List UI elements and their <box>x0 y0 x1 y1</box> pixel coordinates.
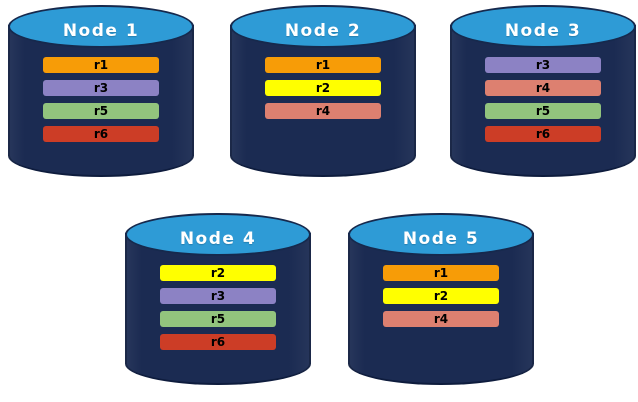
node-label: Node 1 <box>62 21 140 42</box>
replica-bar-r2[interactable]: r2 <box>265 80 381 97</box>
replica-bar-r1[interactable]: r1 <box>265 57 381 74</box>
cylinder-top-ellipse <box>450 5 636 49</box>
replica-bar-r5[interactable]: r5 <box>43 103 159 120</box>
cylinder-top-ellipse <box>8 5 194 49</box>
cylinder-body <box>125 232 311 385</box>
database-node-5[interactable]: Node 5 r1 r2 r4 <box>348 213 534 394</box>
database-node-2[interactable]: Node 2 r1 r2 r4 <box>230 5 416 186</box>
replica-bar-r5[interactable]: r5 <box>485 103 601 120</box>
cylinder-top-ellipse <box>125 213 311 257</box>
replica-bar-r6[interactable]: r6 <box>43 126 159 143</box>
node-label: Node 3 <box>504 21 582 42</box>
node-label: Node 4 <box>179 229 257 250</box>
cylinder-body <box>230 24 416 177</box>
replica-bar-r3[interactable]: r3 <box>485 57 601 74</box>
replica-bar-r3[interactable]: r3 <box>160 288 276 305</box>
node-label: Node 2 <box>284 21 362 42</box>
replica-bar-r4[interactable]: r4 <box>383 311 499 328</box>
replica-list: r1 r2 r4 <box>383 265 499 328</box>
replica-list: r3 r4 r5 r6 <box>485 57 601 143</box>
replica-bar-r6[interactable]: r6 <box>160 334 276 351</box>
node-label: Node 5 <box>402 229 480 250</box>
database-node-4[interactable]: Node 4 r2 r3 r5 r6 <box>125 213 311 394</box>
database-node-3[interactable]: Node 3 r3 r4 r5 r6 <box>450 5 636 186</box>
replica-bar-r4[interactable]: r4 <box>265 103 381 120</box>
replica-bar-r1[interactable]: r1 <box>43 57 159 74</box>
database-node-1[interactable]: Node 1 r1 r3 r5 r6 <box>8 5 194 186</box>
replica-list: r1 r2 r4 <box>265 57 381 120</box>
cylinder-body <box>450 24 636 177</box>
cylinder-body <box>8 24 194 177</box>
replica-bar-r1[interactable]: r1 <box>383 265 499 282</box>
replica-list: r1 r3 r5 r6 <box>43 57 159 143</box>
cylinder-top-ellipse <box>348 213 534 257</box>
replica-bar-r3[interactable]: r3 <box>43 80 159 97</box>
replica-list: r2 r3 r5 r6 <box>160 265 276 351</box>
replica-bar-r6[interactable]: r6 <box>485 126 601 143</box>
cylinder-body <box>348 232 534 385</box>
cylinder-top-ellipse <box>230 5 416 49</box>
replica-bar-r4[interactable]: r4 <box>485 80 601 97</box>
replica-bar-r2[interactable]: r2 <box>160 265 276 282</box>
replica-bar-r2[interactable]: r2 <box>383 288 499 305</box>
replica-bar-r5[interactable]: r5 <box>160 311 276 328</box>
